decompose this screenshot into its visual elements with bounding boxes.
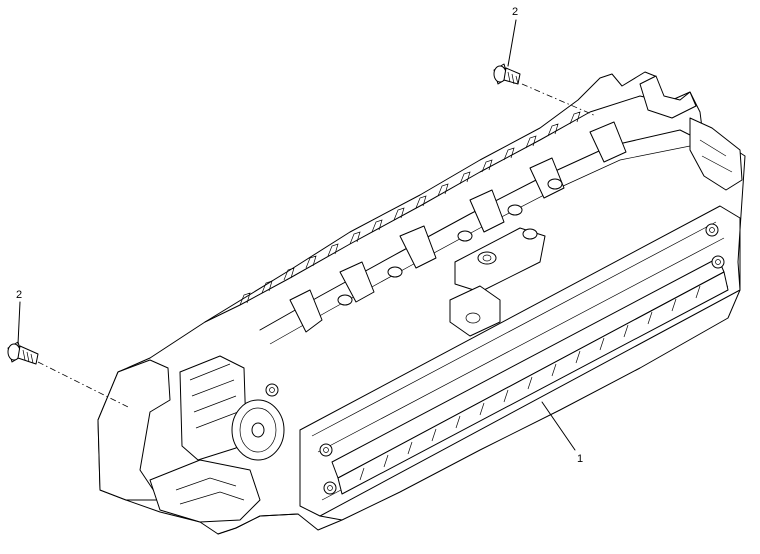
screw-left: [7, 341, 39, 365]
assembly-line-left: [37, 361, 131, 409]
fuser-unit: [97, 71, 746, 535]
left-bracket: [149, 459, 261, 523]
guide-fin-6: [589, 121, 627, 163]
base-edge: [217, 513, 343, 535]
front-frame: [299, 205, 741, 517]
upper-channel: [259, 129, 721, 331]
leader-line-2-top: [507, 19, 517, 67]
right-end-plate: [689, 117, 743, 191]
leader-line-1: [541, 401, 576, 451]
left-bracket-detail: [175, 477, 245, 505]
center-gear: [449, 227, 546, 337]
leader-line-2-left: [17, 301, 21, 345]
guide-fin-3: [399, 225, 437, 269]
drive-gear: [231, 399, 285, 461]
right-end-detail: [699, 139, 733, 173]
guide-fin-2: [339, 261, 375, 303]
screw-top-right: [493, 63, 521, 85]
left-boss: [265, 383, 279, 397]
front-grill: [337, 271, 729, 495]
callout-label-1: 1: [577, 453, 583, 465]
gear-housing-detail: [189, 363, 239, 429]
rollers: [337, 178, 563, 306]
top-latch: [639, 75, 697, 119]
callout-label-2-left: 2: [16, 289, 22, 301]
grill-slots: [359, 285, 701, 481]
left-end-plate: [97, 359, 171, 501]
guide-fin-4: [469, 189, 505, 233]
guide-fin-1: [289, 289, 323, 333]
callout-label-2-top: 2: [512, 6, 518, 18]
front-bosses: [319, 223, 725, 495]
comb-teeth: [239, 111, 581, 306]
top-rear-ridge: [204, 95, 691, 323]
